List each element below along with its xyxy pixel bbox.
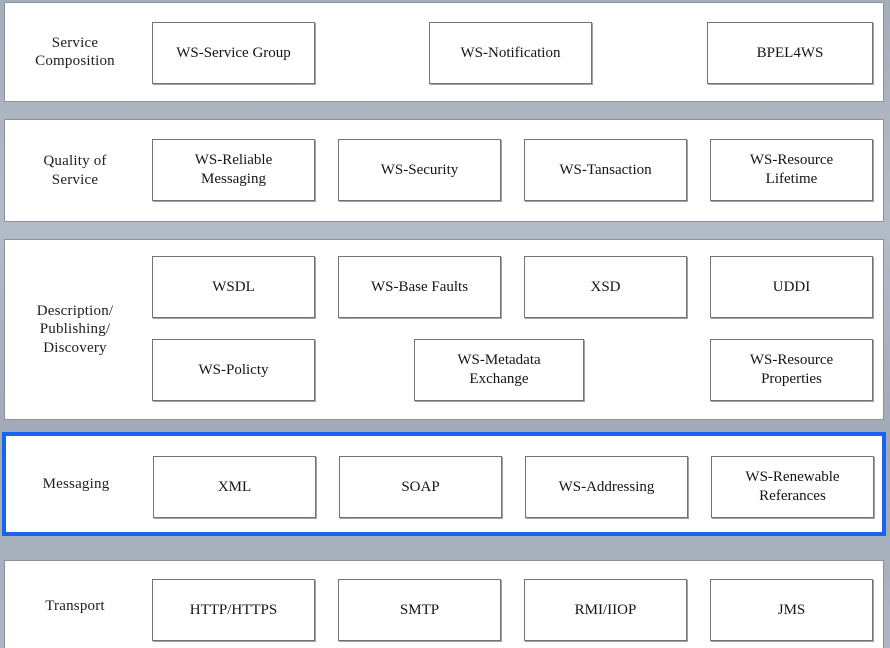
node-ws-service-group[interactable]: WS-Service Group bbox=[152, 22, 315, 84]
layer-label-quality-of-service: Quality of Service bbox=[5, 120, 145, 221]
node-uddi[interactable]: UDDI bbox=[710, 256, 873, 318]
node-ws-tansaction[interactable]: WS-Tansaction bbox=[524, 139, 687, 201]
layer-service-composition: Service Composition WS-Service Group WS-… bbox=[4, 2, 884, 102]
node-soap[interactable]: SOAP bbox=[339, 456, 502, 518]
layer-label-line: Quality of bbox=[43, 153, 107, 170]
node-ws-policty[interactable]: WS-Policty bbox=[152, 339, 315, 401]
node-wsdl[interactable]: WSDL bbox=[152, 256, 315, 318]
node-smtp[interactable]: SMTP bbox=[338, 579, 501, 641]
node-rmi-iiop[interactable]: RMI/IIOP bbox=[524, 579, 687, 641]
layer-label-line: Composition bbox=[35, 53, 115, 69]
layer-boxes: WSDL WS-Base Faults XSD UDDI WS-Policty … bbox=[148, 240, 883, 419]
layer-label-description-publishing-discovery: Description/ Publishing/ Discovery bbox=[5, 240, 145, 419]
node-bpel4ws[interactable]: BPEL4WS bbox=[707, 22, 873, 84]
layer-transport: Transport HTTP/HTTPS SMTP RMI/IIOP JMS bbox=[4, 560, 884, 648]
node-ws-base-faults[interactable]: WS-Base Faults bbox=[338, 256, 501, 318]
node-ws-addressing[interactable]: WS-Addressing bbox=[525, 456, 688, 518]
layer-label-line: Publishing/ bbox=[39, 321, 111, 338]
layer-label-transport: Transport bbox=[5, 561, 145, 648]
node-xsd[interactable]: XSD bbox=[524, 256, 687, 318]
node-ws-notification[interactable]: WS-Notification bbox=[429, 22, 592, 84]
layer-label-line: Messaging bbox=[42, 475, 110, 492]
layer-label-messaging: Messaging bbox=[6, 436, 146, 532]
node-jms[interactable]: JMS bbox=[710, 579, 873, 641]
node-http-https[interactable]: HTTP/HTTPS bbox=[152, 579, 315, 641]
layer-label-line: Service bbox=[51, 34, 99, 51]
node-ws-security[interactable]: WS-Security bbox=[338, 139, 501, 201]
layer-messaging: Messaging XML SOAP WS-Addressing WS-Rene… bbox=[2, 432, 886, 536]
layer-label-service-composition: Service Composition bbox=[5, 3, 145, 101]
layer-label-line: Description/ bbox=[36, 303, 114, 320]
layer-description-publishing-discovery: Description/ Publishing/ Discovery WSDL … bbox=[4, 239, 884, 420]
layer-label-line: Discovery bbox=[43, 339, 107, 356]
layer-label-line: Transport bbox=[45, 597, 105, 614]
node-xml[interactable]: XML bbox=[153, 456, 316, 518]
layer-boxes: WS-Service Group WS-Notification BPEL4WS bbox=[148, 3, 883, 101]
layer-boxes: HTTP/HTTPS SMTP RMI/IIOP JMS bbox=[148, 561, 883, 648]
layer-label-line: Service bbox=[51, 171, 99, 188]
